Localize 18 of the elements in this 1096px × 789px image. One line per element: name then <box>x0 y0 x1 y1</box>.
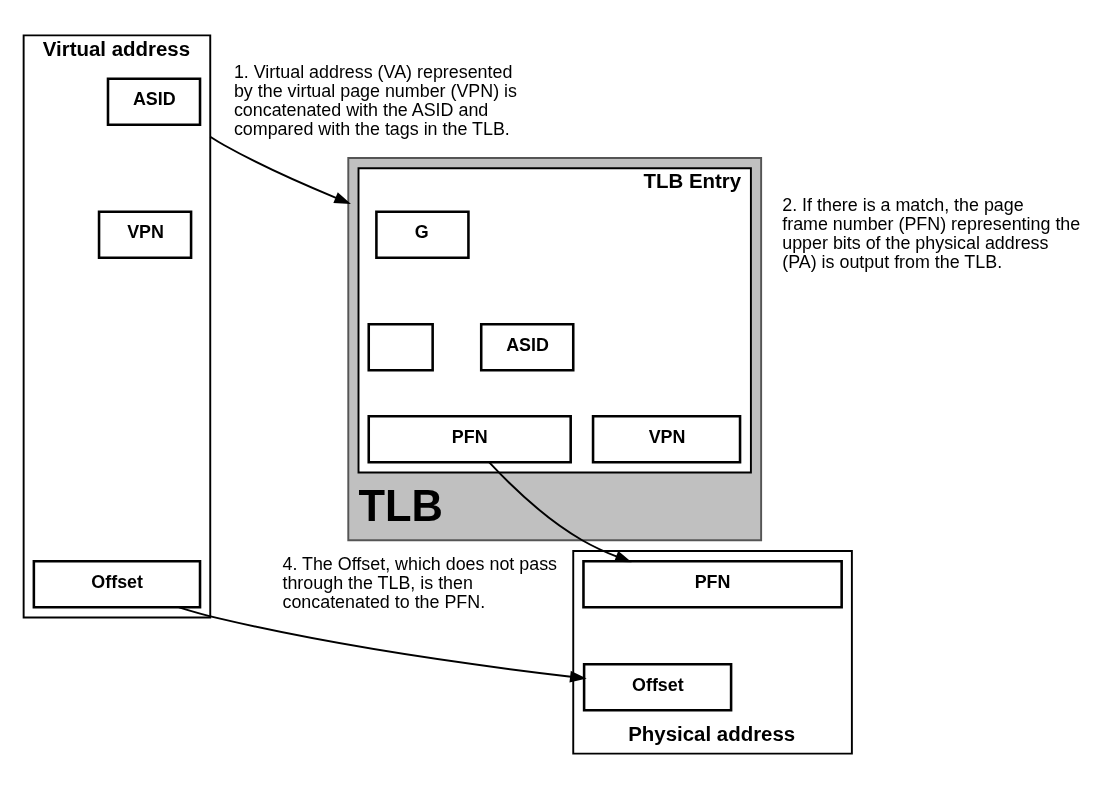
node-box: ASID <box>106 77 202 127</box>
node-box: VPN <box>591 414 742 464</box>
label: 4. The Offset, which does not pass through the TLB, is then concatenated to the PFN. <box>282 553 558 613</box>
node-box: G <box>375 210 470 259</box>
arrow <box>178 606 587 683</box>
arrow <box>488 461 632 563</box>
node-box <box>367 322 434 372</box>
label: 1. Virtual address (VA) represented by the virtual page number (VPN) is concatenated with the ASID and compared with the tags in the TLB. <box>233 61 518 140</box>
cluster <box>357 167 752 474</box>
node-box: Offset <box>582 662 733 712</box>
arrow <box>209 135 351 204</box>
node-box: PFN <box>582 560 843 609</box>
node-box: VPN <box>97 210 193 259</box>
node-box: PFN <box>367 414 572 464</box>
node-label: TLB Entry <box>643 169 742 193</box>
node-box: Offset <box>32 560 202 609</box>
label: 2. If there is a match, the page frame number (PFN) representing the upper bits of the physical address (PA) is output from the TLB. <box>782 194 1081 273</box>
node-box: ASID <box>479 322 575 372</box>
